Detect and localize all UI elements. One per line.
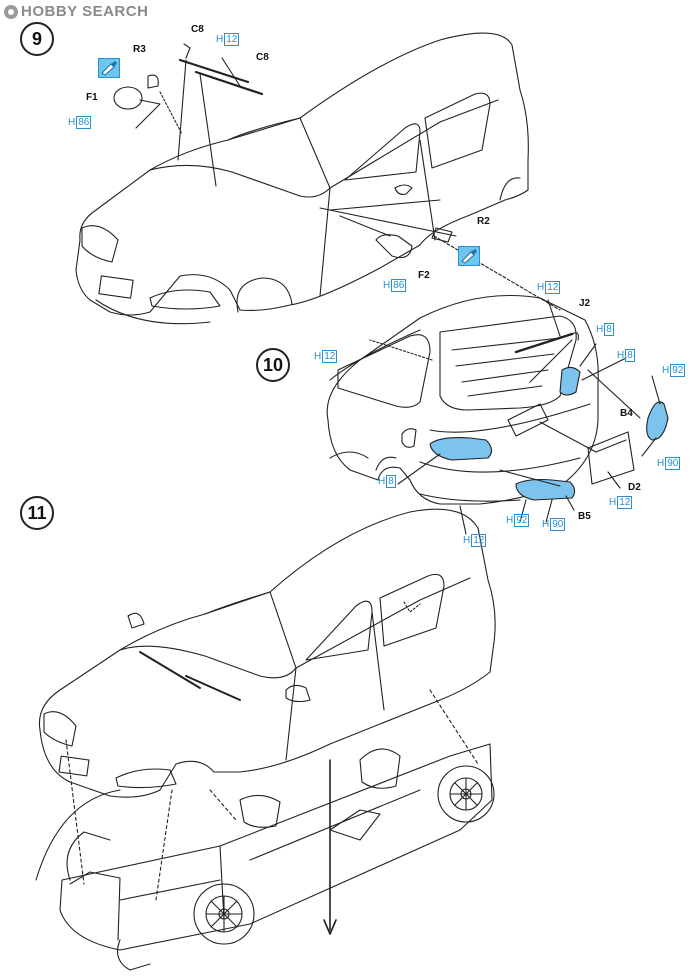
step9-car-body [75, 32, 529, 325]
step-number-10: 10 [256, 348, 290, 382]
watermark-text: HOBBY SEARCH [21, 3, 149, 20]
part-label-f2: F2 [418, 270, 430, 281]
paint-brush-icon [98, 58, 120, 78]
step-number-label: 10 [262, 354, 284, 375]
step10-rear-wiper [514, 332, 579, 383]
step-number-label: 9 [31, 28, 42, 49]
paint-brush-icon [458, 246, 480, 266]
step11-car-body [38, 508, 496, 798]
part-label-f1: F1 [86, 92, 98, 103]
step10-leaders [369, 235, 661, 535]
step11-guide-lines [35, 689, 479, 935]
step-number-label: 11 [27, 502, 47, 523]
step10-car-body [326, 294, 599, 505]
step10-license-plate [587, 431, 635, 485]
part-label-r3: R3 [133, 44, 146, 55]
step-number-9: 9 [20, 22, 54, 56]
part-label-b5: B5 [578, 511, 591, 522]
watermark: HOBBY SEARCH [4, 3, 148, 20]
part-label-r2: R2 [477, 216, 490, 227]
part-label-d2: D2 [628, 482, 641, 493]
part-label-c8: C8 [191, 24, 204, 35]
step-number-11: 11 [20, 496, 54, 530]
step9-mirrors [113, 74, 457, 259]
part-label-j2: J2 [579, 298, 591, 309]
hobby-search-logo-icon [4, 4, 18, 19]
step9-wipers [177, 43, 264, 187]
part-label-b4: B4 [620, 408, 633, 419]
step11-chassis [59, 743, 495, 971]
step10-tail-lights-painted [429, 366, 669, 501]
part-label-c8: C8 [256, 52, 269, 63]
